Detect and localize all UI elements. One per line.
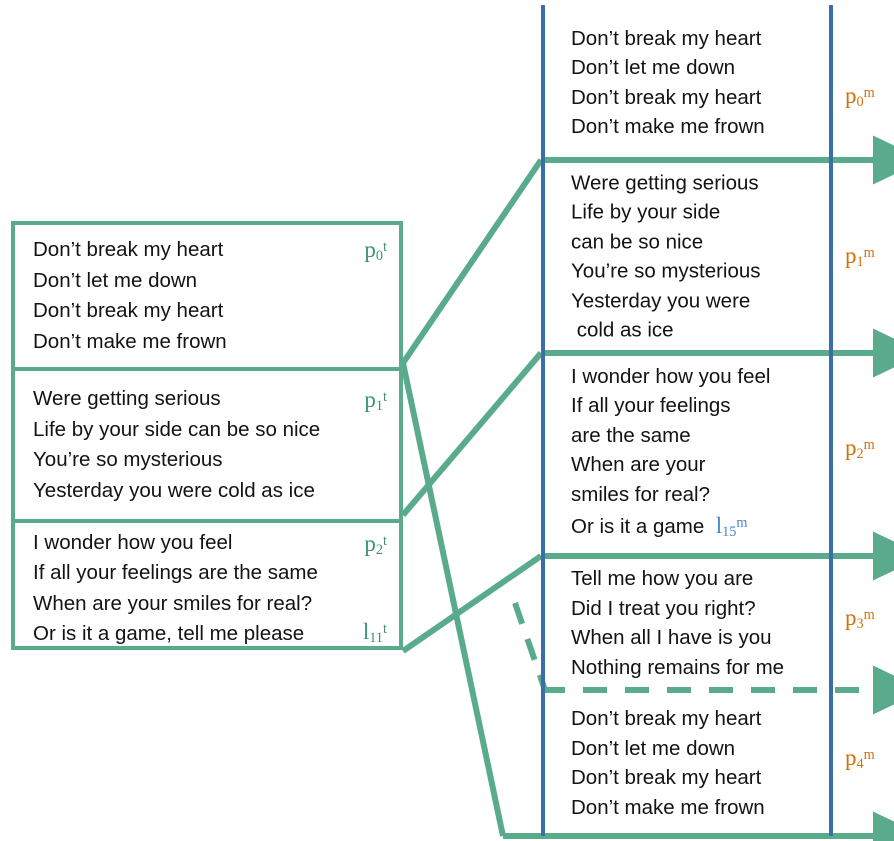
tag-sup: t bbox=[383, 533, 387, 550]
music-column-left-border bbox=[541, 5, 545, 836]
tag-sub: 1 bbox=[856, 254, 864, 271]
music-segment-p2-text: I wonder how you feel If all your feelin… bbox=[571, 364, 771, 538]
tag-sub: 0 bbox=[856, 94, 864, 111]
transcript-segment-p0-lines: Don’t break my heart Don’t let me down D… bbox=[33, 238, 227, 353]
music-column-right-border bbox=[829, 5, 833, 836]
transcript-segment-p2[interactable]: I wonder how you feel If all your feelin… bbox=[15, 519, 399, 654]
transcript-segment-p1[interactable]: Were getting serious Life by your side c… bbox=[15, 367, 399, 519]
tag-sup: m bbox=[736, 514, 748, 531]
tag-base: p bbox=[364, 531, 376, 556]
music-segment-p1-tag: p1m bbox=[845, 243, 875, 271]
alignment-link-2 bbox=[400, 362, 506, 837]
tag-base: p bbox=[845, 745, 857, 770]
tag-sub: 11 bbox=[369, 630, 384, 647]
transcript-segment-p1-lines: Were getting serious Life by your side c… bbox=[33, 387, 321, 502]
music-segment-p2[interactable]: I wonder how you feel If all your feelin… bbox=[545, 353, 829, 556]
transcript-segment-p2-lines: I wonder how you feel If all your feelin… bbox=[33, 530, 318, 646]
music-segment-p4-lines: Don’t break my heart Don’t let me down D… bbox=[571, 707, 765, 819]
alignment-link-4 bbox=[401, 553, 543, 654]
tag-sup: m bbox=[863, 747, 875, 764]
music-segment-p1-lines: Were getting serious Life by your side c… bbox=[571, 171, 761, 342]
music-segment-p3[interactable]: Tell me how you are Did I treat you righ… bbox=[545, 556, 829, 690]
tag-sub: 2 bbox=[375, 542, 384, 559]
tag-sub: 3 bbox=[856, 616, 864, 633]
tag-base: p bbox=[845, 83, 857, 108]
music-segment-p2-lines: I wonder how you feel If all your feelin… bbox=[571, 361, 770, 547]
alignment-link-1 bbox=[400, 158, 544, 365]
tag-sup: t bbox=[383, 621, 387, 638]
tag-sub: 0 bbox=[375, 248, 384, 265]
tag-sup: m bbox=[863, 437, 875, 454]
music-segment-p4-tag: p4m bbox=[845, 745, 875, 773]
tag-base: l bbox=[715, 512, 723, 538]
transcript-segment-p1-tag: p1t bbox=[364, 387, 387, 415]
transcript-segment-p0-tag: p0t bbox=[364, 237, 387, 265]
music-segment-p2-tag: p2m bbox=[845, 435, 875, 463]
music-segment-p3-lines: Tell me how you are Did I treat you righ… bbox=[571, 567, 785, 679]
music-segment-p4[interactable]: Don’t break my heart Don’t let me down D… bbox=[545, 690, 829, 836]
tag-sub: 1 bbox=[375, 398, 384, 415]
transcript-line-l11-tag: l11t bbox=[363, 619, 387, 647]
tag-base: p bbox=[364, 237, 376, 262]
tag-sub: 15 bbox=[722, 524, 737, 541]
music-segment-p1[interactable]: Were getting serious Life by your side c… bbox=[545, 160, 829, 353]
tag-base: p bbox=[845, 243, 857, 268]
transcript-segment-p2-tag: p2t bbox=[364, 531, 387, 559]
alignment-link-3 bbox=[400, 351, 544, 517]
music-segment-p3-tag: p3m bbox=[845, 605, 875, 633]
alignment-link-group bbox=[400, 158, 544, 837]
tag-base: p bbox=[364, 387, 376, 412]
tag-sup: m bbox=[863, 607, 875, 624]
tag-sup: t bbox=[383, 389, 387, 406]
music-segment-p0[interactable]: Don’t break my heart Don’t let me down D… bbox=[545, 5, 829, 160]
transcript-column: Don’t break my heart Don’t let me down D… bbox=[11, 221, 403, 650]
music-line-l15-tag: l15m bbox=[715, 512, 748, 541]
music-segment-p0-lines: Don’t break my heart Don’t let me down D… bbox=[571, 26, 765, 139]
tag-base: p bbox=[845, 435, 857, 460]
tag-base: p bbox=[845, 605, 857, 630]
tag-sup: m bbox=[863, 85, 875, 102]
tag-sup: t bbox=[383, 239, 387, 256]
music-segment-p0-tag: p0m bbox=[845, 83, 875, 111]
tag-sub: 2 bbox=[856, 446, 864, 463]
music-column: Don’t break my heart Don’t let me down D… bbox=[541, 5, 833, 836]
tag-sup: m bbox=[863, 245, 875, 262]
transcript-segment-p0[interactable]: Don’t break my heart Don’t let me down D… bbox=[15, 225, 399, 367]
tag-sub: 4 bbox=[856, 756, 864, 773]
tag-base: l bbox=[362, 619, 370, 644]
